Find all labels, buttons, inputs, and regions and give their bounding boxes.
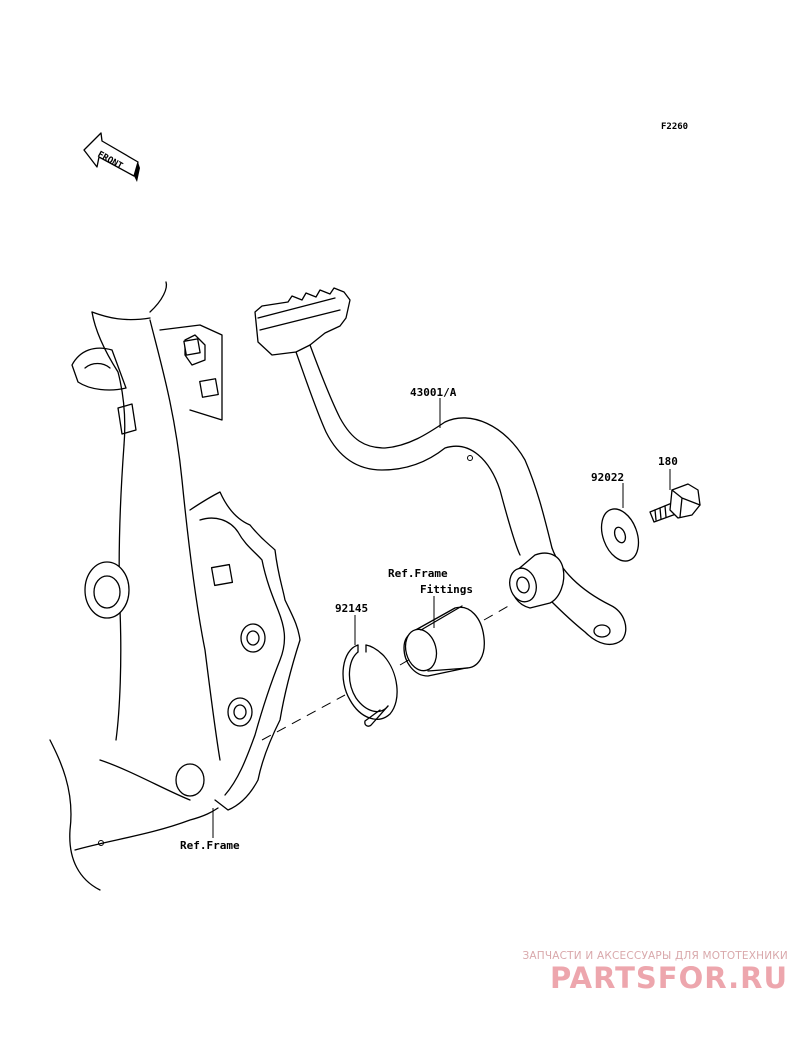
watermark: ЗАПЧАСТИ И АКСЕССУАРЫ ДЛЯ МОТОТЕХНИКИ PA… [488, 950, 788, 994]
circlip-drawing [342, 644, 398, 727]
part-label-bolt: 180 [658, 455, 678, 468]
part-label-washer: 92022 [591, 471, 624, 484]
part-label-frame: Ref.Frame [180, 839, 240, 852]
brake-pedal-drawing [254, 287, 627, 646]
part-label-fittings-line2: Fittings [420, 583, 473, 596]
watermark-logo: PARTSFOR.RU [550, 961, 788, 995]
part-label-pedal: 43001/A [410, 386, 457, 399]
collar-drawing [403, 605, 485, 677]
assembly-axis-line [261, 603, 513, 741]
washer-drawing [600, 508, 640, 562]
part-label-circlip: 92145 [335, 602, 368, 615]
watermark-tagline: ЗАПЧАСТИ И АКСЕССУАРЫ ДЛЯ МОТОТЕХНИКИ [522, 950, 788, 962]
front-arrow-icon: FRONT [83, 132, 140, 182]
part-label-fittings-line1: Ref.Frame [388, 567, 448, 580]
bolt-drawing [649, 483, 701, 523]
leader-lines [354, 398, 671, 645]
frame-drawing [49, 281, 301, 891]
diagram-code: F2260 [661, 122, 688, 132]
